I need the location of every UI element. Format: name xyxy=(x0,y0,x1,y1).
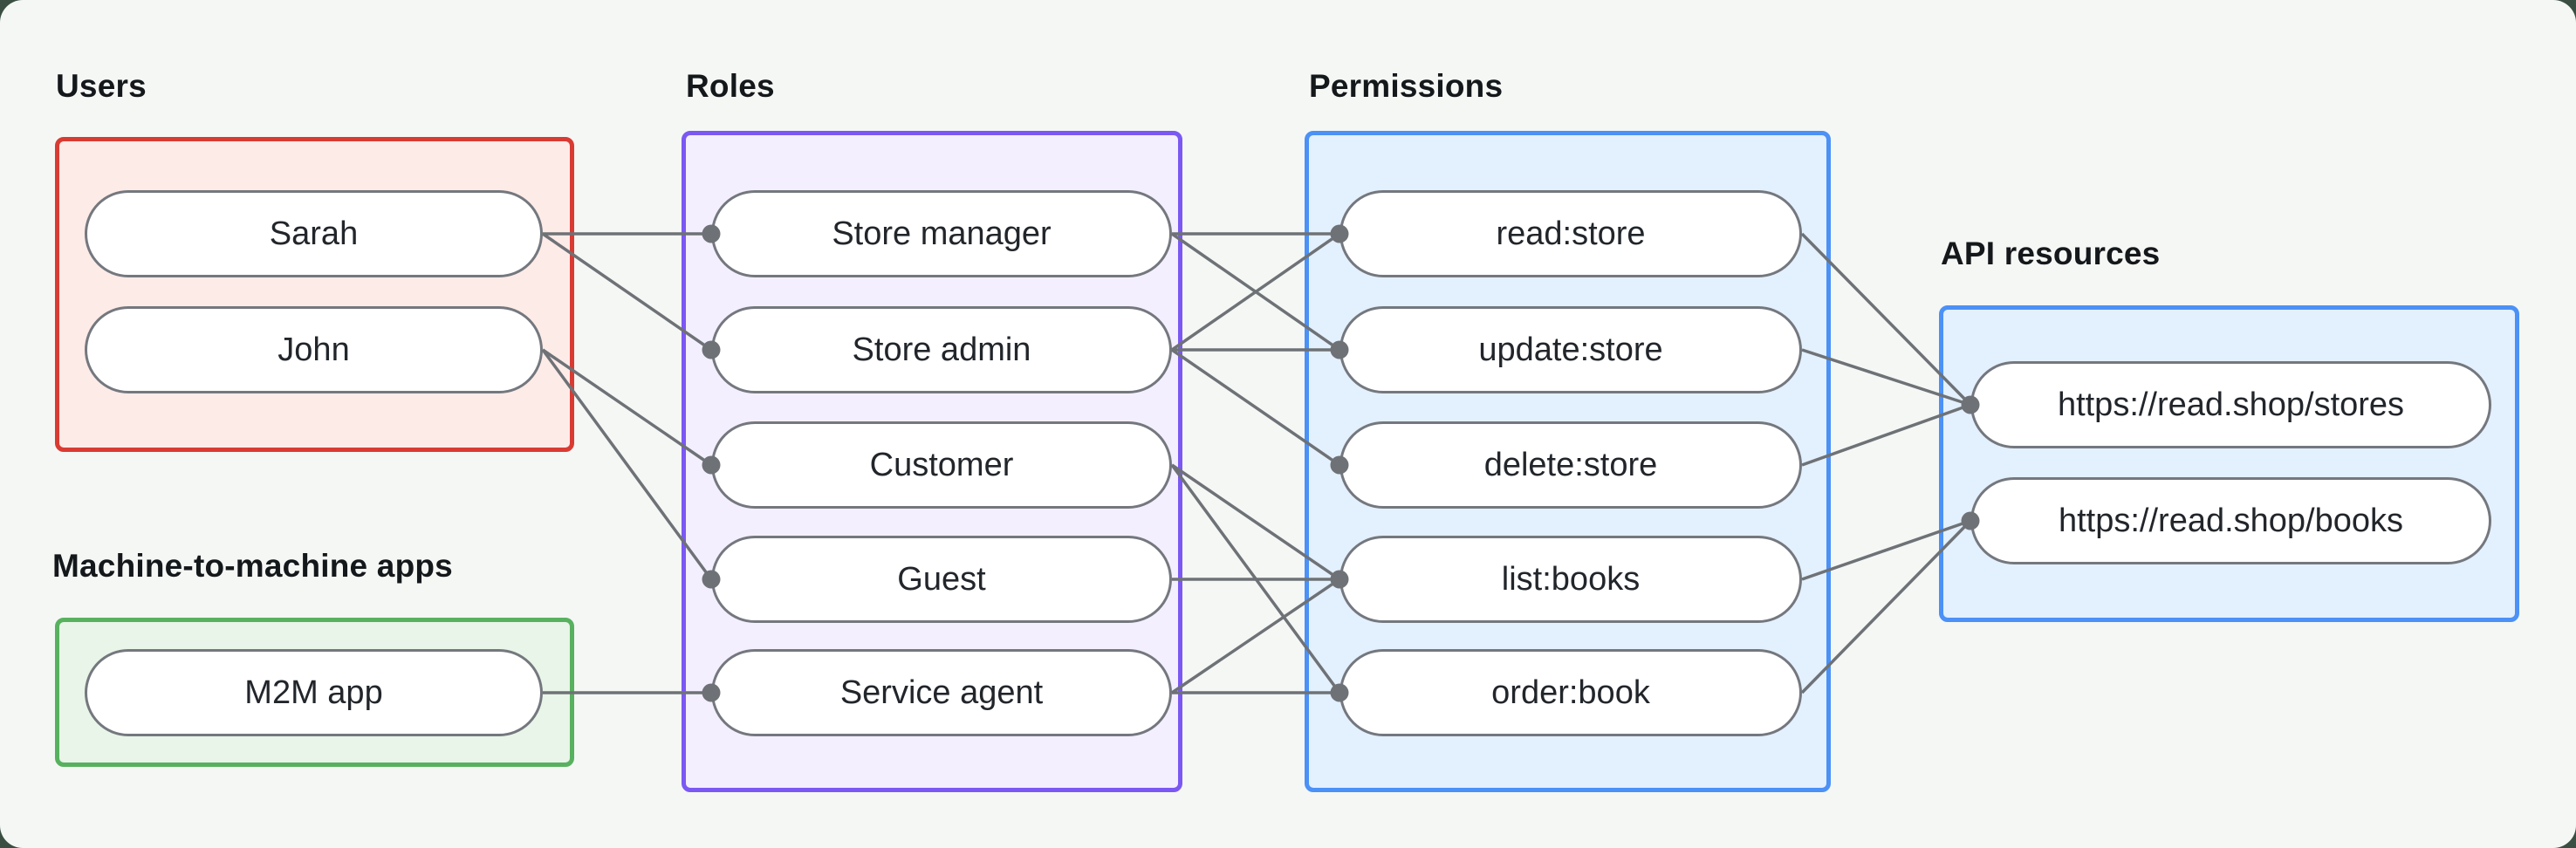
node-john: John xyxy=(85,306,543,393)
node-order-book: order:book xyxy=(1339,649,1802,736)
node-label-guest: Guest xyxy=(897,560,986,598)
node-label-update-store: update:store xyxy=(1478,331,1663,368)
group-label-permissions: Permissions xyxy=(1309,68,1504,104)
node-label-customer: Customer xyxy=(869,446,1014,483)
group-label-m2m: Machine-to-machine apps xyxy=(52,548,453,584)
node-service-agent: Service agent xyxy=(711,649,1172,736)
node-list-books: list:books xyxy=(1339,536,1802,623)
node-delete-store: delete:store xyxy=(1339,421,1802,509)
node-label-stores-resource: https://read.shop/stores xyxy=(2057,386,2405,423)
node-label-books-resource: https://read.shop/books xyxy=(2058,502,2404,539)
node-guest: Guest xyxy=(711,536,1172,623)
node-label-read-store: read:store xyxy=(1496,215,1646,252)
group-box-users xyxy=(55,137,574,452)
group-label-api: API resources xyxy=(1941,236,2161,271)
node-books-resource: https://read.shop/books xyxy=(1970,477,2491,564)
node-customer: Customer xyxy=(711,421,1172,509)
node-label-list-books: list:books xyxy=(1501,560,1641,598)
node-label-store-manager: Store manager xyxy=(832,215,1052,252)
node-store-manager: Store manager xyxy=(711,190,1172,277)
node-label-sarah: Sarah xyxy=(269,215,359,252)
node-store-admin: Store admin xyxy=(711,306,1172,393)
node-label-john: John xyxy=(277,331,350,368)
node-label-order-book: order:book xyxy=(1491,674,1650,711)
node-read-store: read:store xyxy=(1339,190,1802,277)
node-label-delete-store: delete:store xyxy=(1483,446,1658,483)
node-update-store: update:store xyxy=(1339,306,1802,393)
node-label-service-agent: Service agent xyxy=(839,674,1044,711)
node-stores-resource: https://read.shop/stores xyxy=(1970,361,2491,448)
node-sarah: Sarah xyxy=(85,190,543,277)
node-label-m2m-app: M2M app xyxy=(244,674,383,711)
node-m2m-app: M2M app xyxy=(85,649,543,736)
node-label-store-admin: Store admin xyxy=(852,331,1031,368)
group-box-api xyxy=(1939,305,2519,622)
group-label-roles: Roles xyxy=(686,68,775,104)
group-label-users: Users xyxy=(56,68,147,104)
